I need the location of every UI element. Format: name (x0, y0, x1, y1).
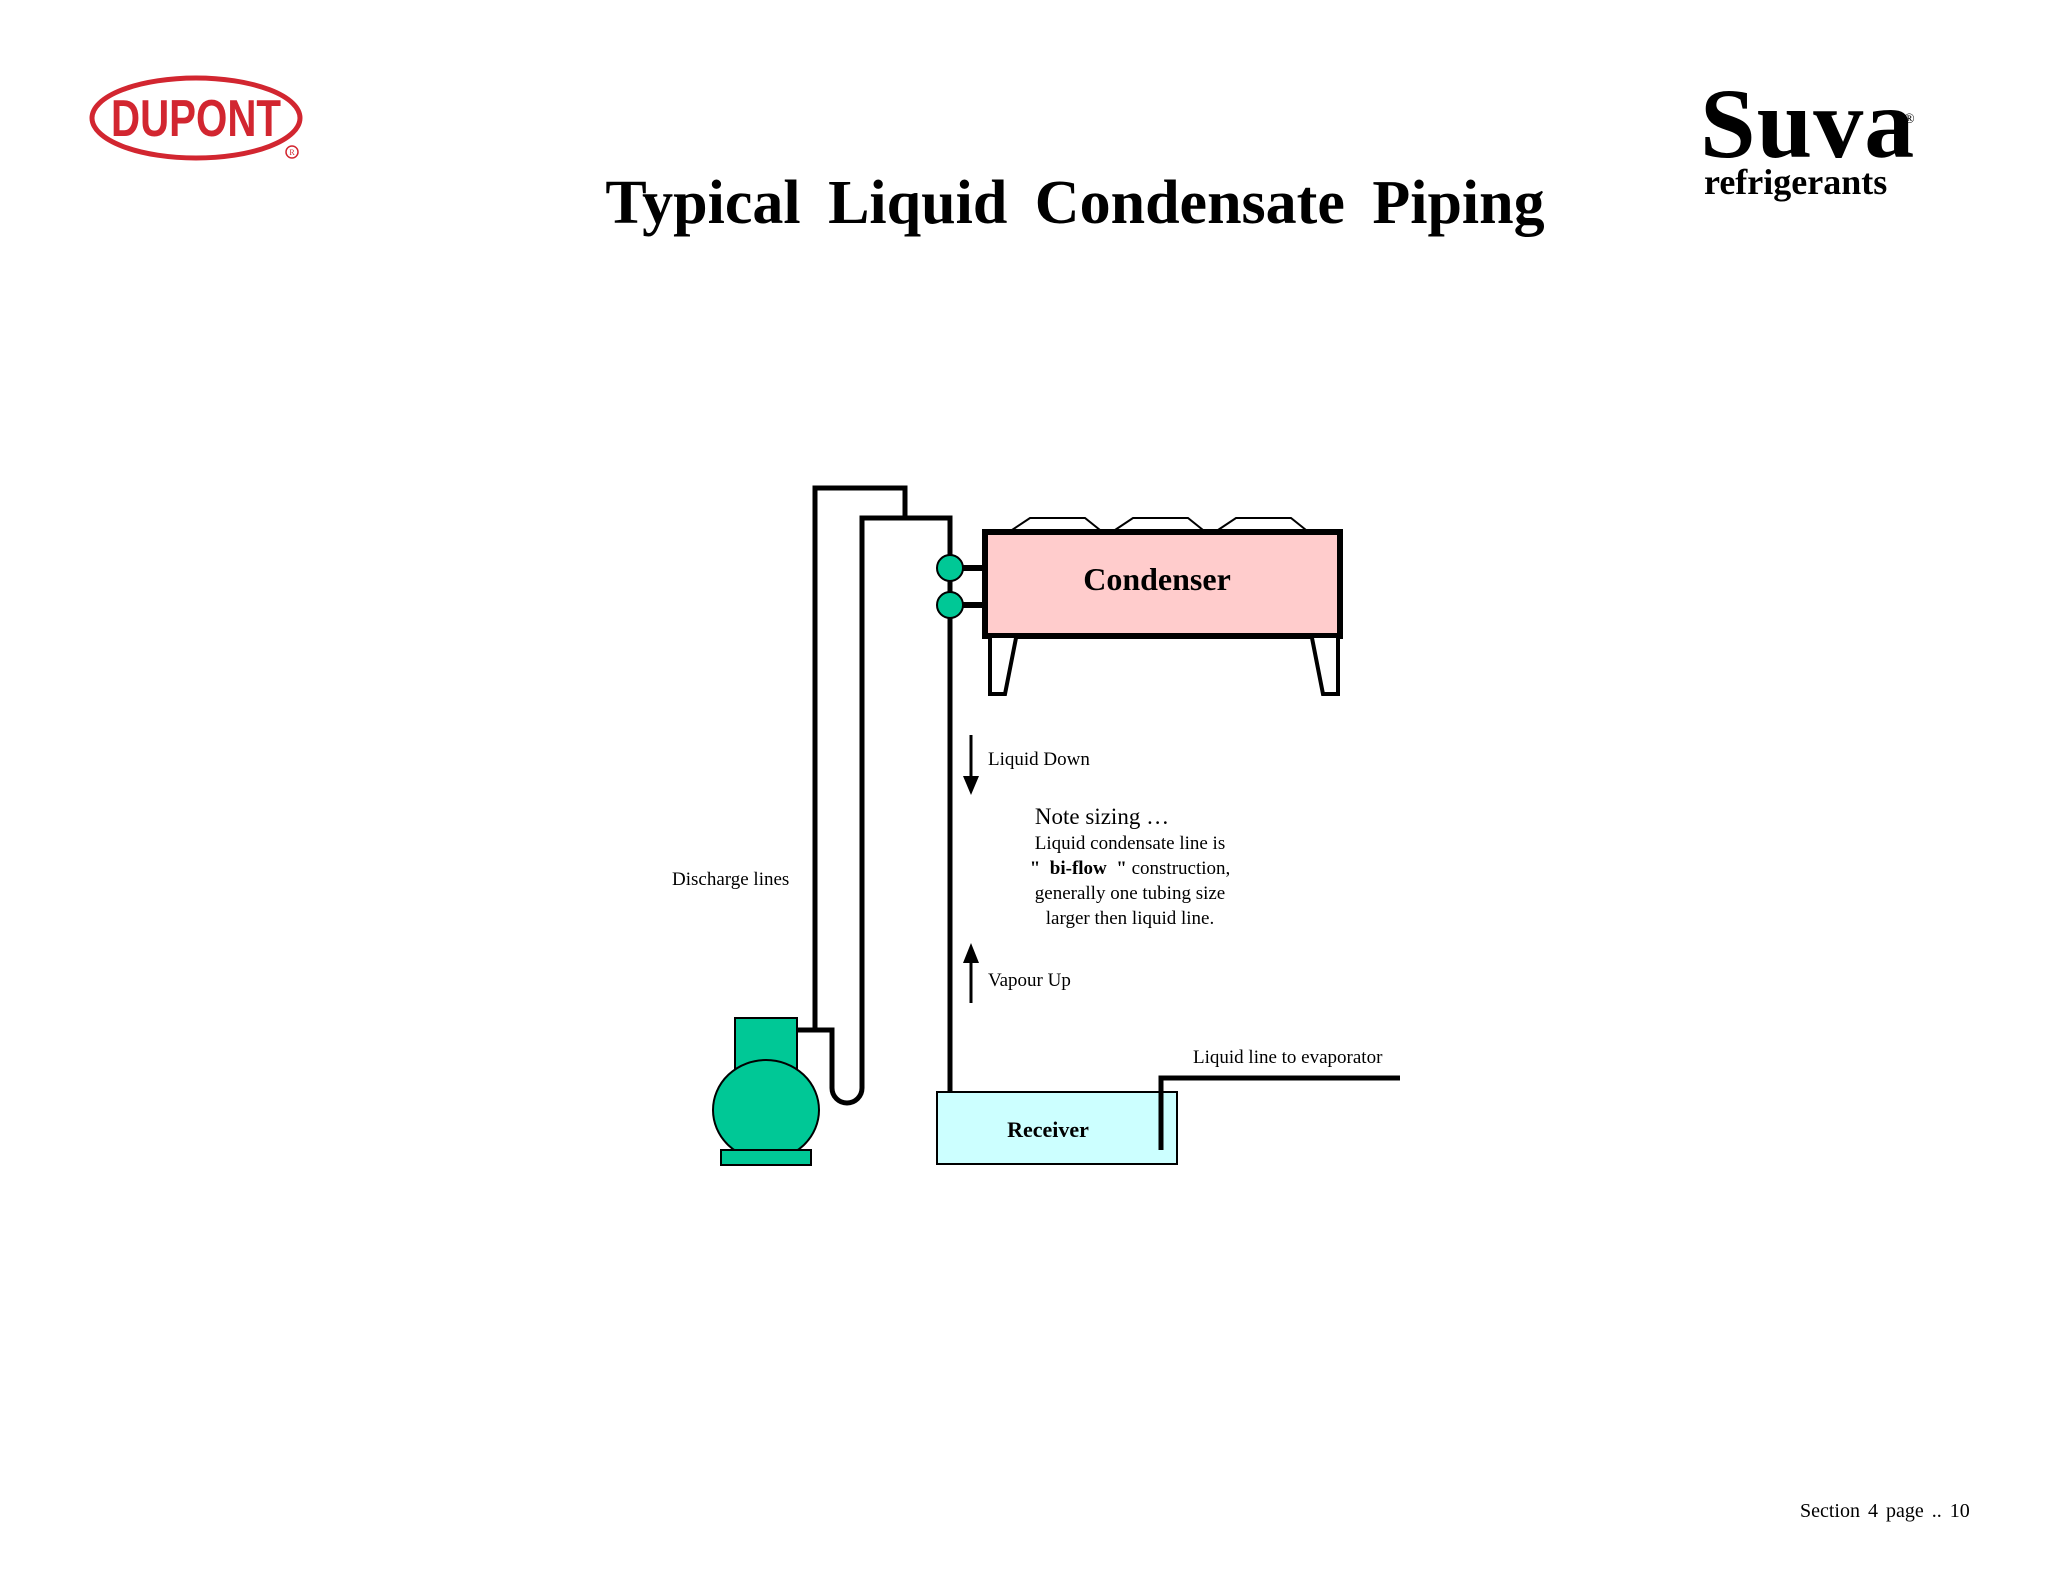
suva-registered-mark: ® (1904, 112, 1915, 127)
note-line-1: Liquid condensate line is (1035, 833, 1225, 854)
note-quote-open: " (1030, 858, 1041, 879)
note-biflow: bi-flow (1050, 858, 1107, 879)
condenser-label: Condenser (1083, 561, 1231, 597)
note-line-4: larger then liquid line. (1046, 908, 1215, 929)
liquid-line-label: Liquid line to evaporator (1193, 1047, 1383, 1068)
page-reference: Section 4 page .. 10 (1800, 1500, 1970, 1522)
condenser-inlet-valve (936, 554, 964, 582)
note-line-2: " bi-flow " construction, (1030, 858, 1231, 879)
condenser-outlet-valve (936, 591, 964, 619)
suva-brand-name: Suva (1700, 68, 1916, 179)
vapour-up-label: Vapour Up (988, 970, 1071, 991)
compressor-body (712, 1059, 820, 1161)
note-heading: Note sizing … (1035, 804, 1169, 829)
note-line-3: generally one tubing size (1035, 883, 1225, 904)
compressor (712, 1017, 820, 1166)
discharge-lines (785, 485, 953, 1106)
sizing-note: Note sizing … Liquid condensate line is … (1030, 804, 1231, 929)
condenser-legs (988, 637, 1340, 696)
compressor-base (720, 1149, 812, 1166)
condenser-unit (982, 529, 1343, 639)
note-quote-close: " (1116, 858, 1127, 879)
suva-brand-subtitle: refrigerants (1704, 162, 1888, 202)
note-line-2-rest: construction, (1132, 858, 1231, 879)
vapour-up-arrow (963, 943, 979, 1003)
receiver-label: Receiver (1007, 1117, 1089, 1142)
liquid-line-to-evaporator (1158, 1075, 1400, 1150)
dupont-logo: DUPONT R (89, 75, 303, 161)
svg-text:R: R (289, 148, 295, 157)
liquid-down-arrow (963, 735, 979, 795)
dupont-logo-text: DUPONT (111, 90, 281, 148)
page-title: Typical Liquid Condensate Piping (605, 169, 1545, 237)
discharge-lines-label: Discharge lines (672, 869, 789, 890)
liquid-down-label: Liquid Down (988, 749, 1090, 770)
receiver-tank (936, 1091, 1178, 1165)
condenser-fans (1011, 517, 1307, 531)
